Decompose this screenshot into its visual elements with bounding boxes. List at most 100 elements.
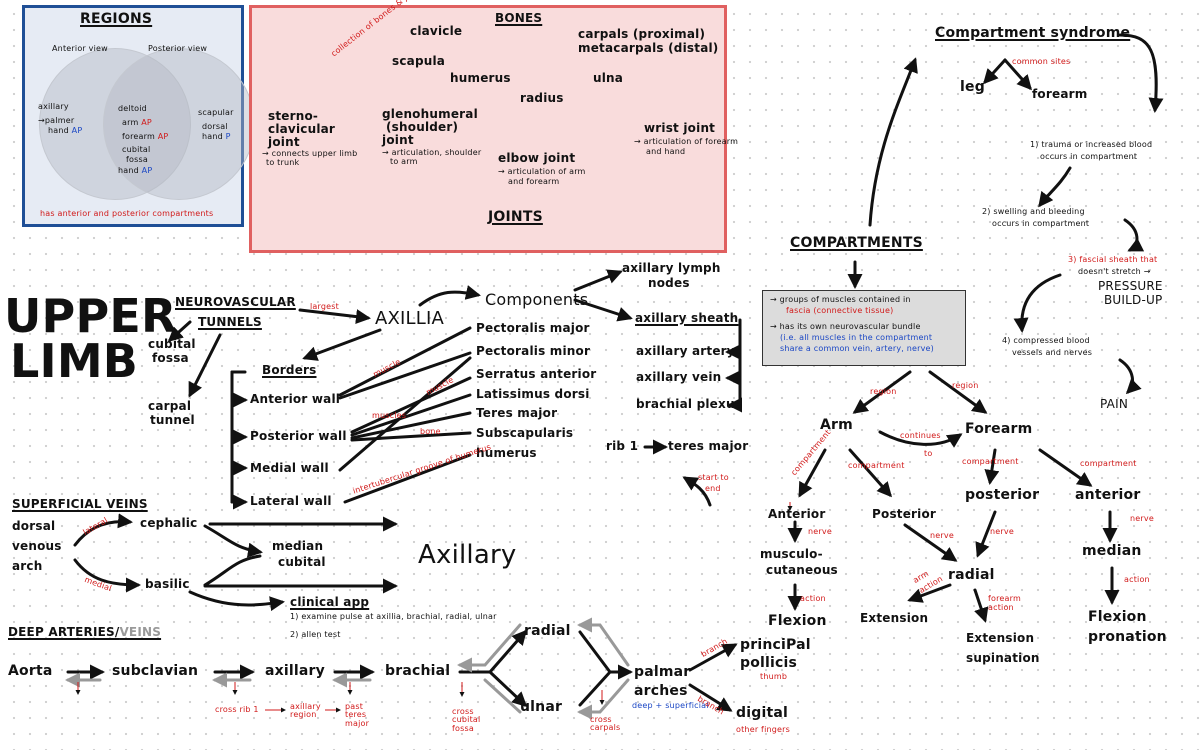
axillary-lymph-1: axillary lymph bbox=[622, 261, 721, 275]
bones-title: BONES bbox=[495, 11, 543, 25]
regions-footer: has anterior and posterior compartments bbox=[40, 209, 214, 218]
region-note-right: region bbox=[952, 381, 979, 390]
rib-1: rib 1 bbox=[606, 439, 639, 453]
end-note: end bbox=[705, 484, 721, 493]
syndrome-step2-b: occurs in compartment bbox=[992, 219, 1090, 228]
largest-note: largest bbox=[310, 302, 339, 311]
posterior-wall: Posterior wall bbox=[250, 429, 347, 443]
wrist-note1: → articulation of forearm bbox=[634, 137, 739, 146]
sterno-note2: to trunk bbox=[266, 158, 300, 167]
action-note-1: action bbox=[800, 594, 826, 603]
bone-note: bone bbox=[420, 427, 441, 436]
lateral-wall: Lateral wall bbox=[250, 494, 332, 508]
medial-wall: Medial wall bbox=[250, 461, 329, 475]
syndrome-buildup: BUILD-UP bbox=[1104, 293, 1163, 307]
region-hand-left: hand AP bbox=[48, 126, 83, 135]
action-note-2: action bbox=[1124, 575, 1150, 584]
components-label: Components bbox=[485, 290, 589, 309]
compartment-note-1: compartment bbox=[789, 427, 833, 478]
princeps-pollicis-2: pollicis bbox=[740, 655, 798, 671]
bone-radius: radius bbox=[520, 91, 564, 105]
axillary-vein-big: Axillary bbox=[418, 540, 517, 570]
note-cross-rib: cross rib 1 bbox=[215, 705, 259, 714]
muscle-note-1: muscle bbox=[371, 357, 403, 380]
muscle-teres-major: Teres major bbox=[476, 406, 558, 420]
elbow-joint: elbow joint bbox=[498, 151, 576, 165]
wrist-note2: and hand bbox=[646, 147, 686, 156]
anterior-wall: Anterior wall bbox=[250, 392, 341, 406]
syndrome-step2-a: 2) swelling and bleeding bbox=[982, 207, 1085, 216]
continues-note: continues bbox=[900, 431, 941, 440]
artery-radial: radial bbox=[524, 623, 571, 639]
pronation-forearm: pronation bbox=[1088, 629, 1167, 645]
dorsal-venous-3: arch bbox=[12, 559, 43, 573]
artery-axillary: axillary bbox=[265, 663, 325, 679]
syndrome-pain: PAIN bbox=[1100, 397, 1128, 411]
muscle-subscapularis: Subscapularis bbox=[476, 426, 574, 440]
supination-forearm: supination bbox=[966, 651, 1040, 665]
medial-note: medial bbox=[83, 575, 113, 594]
region-fossa: fossa bbox=[126, 155, 148, 164]
bone-humerus: humerus bbox=[450, 71, 511, 85]
start-note: start to bbox=[698, 473, 729, 482]
flexion-forearm: Flexion bbox=[1088, 609, 1147, 625]
axillia-label: AXILLIA bbox=[375, 308, 445, 329]
borders-label: Borders bbox=[262, 363, 317, 377]
neurovascular-title-1: NEUROVASCULAR bbox=[175, 295, 296, 309]
nerve-note-3: nerve bbox=[990, 527, 1014, 536]
common-sites-note: common sites bbox=[1012, 57, 1071, 66]
regions-panel bbox=[22, 5, 255, 227]
basilic-vein: basilic bbox=[145, 577, 190, 591]
arm-anterior: Anterior bbox=[768, 507, 826, 521]
cubital-fossa-2: fossa bbox=[152, 351, 189, 365]
clinical-item-1: 1) examine pulse at axillia, brachial, r… bbox=[290, 612, 497, 621]
region-axillary: axillary bbox=[38, 102, 69, 111]
syndrome-pressure: PRESSURE bbox=[1098, 279, 1163, 293]
dorsal-venous-1: dorsal bbox=[12, 519, 56, 533]
region-arm: arm AP bbox=[122, 118, 152, 127]
princeps-pollicis-1: princiPal bbox=[740, 637, 811, 653]
median-cubital-1: median bbox=[272, 539, 324, 553]
sterno-note1: → connects upper limb bbox=[262, 149, 358, 158]
palmar-arches-2: arches bbox=[634, 683, 688, 699]
artery-brachial: brachial bbox=[385, 663, 451, 679]
region-scapular: scapular bbox=[198, 108, 234, 117]
axillary-lymph-2: nodes bbox=[648, 276, 690, 290]
gleno-note1: → articulation, shoulder bbox=[382, 148, 482, 157]
posterior-view-label: Posterior view bbox=[148, 44, 208, 53]
muscle-pectoralis-minor: Pectoralis minor bbox=[476, 344, 591, 358]
site-leg: leg bbox=[960, 79, 985, 95]
branch-note-1: branch bbox=[699, 636, 730, 659]
note-axillary-region: axillary region bbox=[290, 702, 321, 720]
syndrome-step3-b: doesn't stretch → bbox=[1078, 267, 1151, 276]
region-cubital: cubital bbox=[122, 145, 151, 154]
forearm-posterior: posterior bbox=[965, 487, 1040, 503]
region-palmer: →palmer bbox=[38, 116, 75, 125]
regions-title: REGIONS bbox=[80, 11, 153, 27]
forearm-action-note-a: forearm bbox=[988, 594, 1021, 603]
compartments-box-line1: → groups of muscles contained in bbox=[770, 295, 911, 304]
dorsal-venous-2: venous bbox=[12, 539, 62, 553]
carpal-tunnel-1: carpal bbox=[148, 399, 192, 413]
forearm-anterior: anterior bbox=[1075, 487, 1141, 503]
artery-subclavian: subclavian bbox=[112, 663, 199, 679]
clinical-item-2: 2) allen test bbox=[290, 630, 341, 639]
bone-clavicle: clavicle bbox=[410, 24, 463, 38]
site-forearm: forearm bbox=[1032, 87, 1088, 101]
compartments-definition-box bbox=[762, 290, 966, 366]
continues-to-note: to bbox=[924, 449, 933, 458]
sterno-line1: sterno- bbox=[268, 109, 319, 123]
forearm-action-note-b: action bbox=[988, 603, 1014, 612]
note-cross-carpals: cross carpals bbox=[590, 715, 621, 733]
axillary-vein: axillary vein bbox=[636, 370, 722, 384]
region-deltoid: deltoid bbox=[118, 104, 147, 113]
anterior-view-label: Anterior view bbox=[52, 44, 108, 53]
gleno-line2: (shoulder) bbox=[386, 120, 459, 134]
flexion-arm: Flexion bbox=[768, 613, 827, 629]
nerve-note-4: nerve bbox=[1130, 514, 1154, 523]
artery-digital: digital bbox=[736, 705, 788, 721]
extension-forearm: Extension bbox=[966, 631, 1035, 645]
musculocutaneous-1: musculo- bbox=[760, 547, 823, 561]
artery-aorta: Aorta bbox=[8, 663, 53, 679]
